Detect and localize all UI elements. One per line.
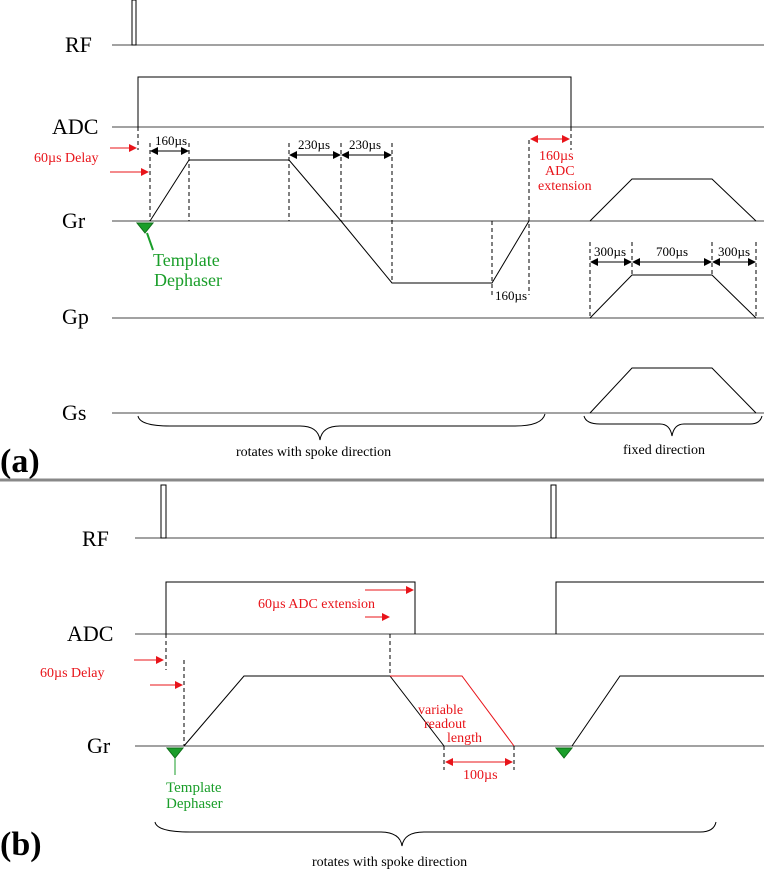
gs-waveform [589,367,757,414]
panel-b-label: (b) [0,826,42,863]
adc-ext-label-1: 160µs [539,149,574,164]
template-dephaser-marker [135,222,155,234]
dephaser-pointer [146,232,154,251]
adc-b-window-2 [555,581,764,634]
t230-b-label: 230µs [349,137,381,152]
variable-label-3: length [447,731,482,746]
fixed-label: fixed direction [623,443,705,458]
gr-label: Gr [62,208,86,233]
brace-rotates-b [154,821,717,847]
panel-a-label: (a) [0,443,40,480]
delay-b-label: 60µs Delay [40,666,104,681]
rotates-a-label: rotates with spoke direction [236,445,391,460]
adc-ext-label-2: ADC [545,164,575,179]
t230-a-label: 230µs [298,137,330,152]
dephaser-label-2: Dephaser [154,270,222,290]
t160-b-label: 160µs [495,288,527,303]
adc-ext-label-3: extension [538,179,592,194]
brace-rotates-a [137,413,546,441]
gs-label: Gs [62,400,86,425]
gr-b-waveform-1 [183,675,445,747]
rf-label: RF [65,32,92,57]
dephaser-label-1: Template [153,250,220,270]
gp-waveform [589,274,757,319]
adc-b-label: ADC [67,621,113,646]
gr-fixed-waveform [589,178,757,222]
template-dephaser-b-marker [165,747,185,759]
delay-label: 60µs Delay [34,151,98,166]
gr-b-waveform-2 [571,675,764,747]
t300-b-label: 300µs [718,244,750,259]
t100-label: 100µs [463,768,498,783]
adc-label: ADC [52,114,98,139]
panel-a: RF ADC Gr Template Dephaser 160µs 230µs … [0,0,764,480]
dephaser-b-label-2: Dephaser [166,796,223,812]
gr-b-label: Gr [87,733,111,758]
adc-b-window-1 [165,581,416,634]
t700-label: 700µs [656,244,688,259]
rf-b-pulse-1 [160,484,167,539]
variable-label-1: variable [418,703,463,718]
template-dephaser-b2-marker [554,747,574,759]
t300-a-label: 300µs [594,244,626,259]
gp-label: Gp [62,304,89,329]
rf-b-label: RF [82,526,109,551]
rotates-b-label: rotates with spoke direction [312,855,467,870]
variable-label-2: readout [424,717,466,732]
dephaser-b-label-1: Template [166,780,222,796]
rf-b-pulse-2 [550,484,557,539]
rf-pulse [131,0,137,46]
adc-window [137,76,572,127]
adc-ext-b-label: 60µs ADC extension [258,597,375,612]
brace-fixed [583,415,763,437]
gr-b-variable-extension [390,675,515,747]
panel-b: RF ADC 60µs ADC extension 60µs Delay Gr … [0,484,764,870]
t160-a-label: 160µs [155,133,187,148]
